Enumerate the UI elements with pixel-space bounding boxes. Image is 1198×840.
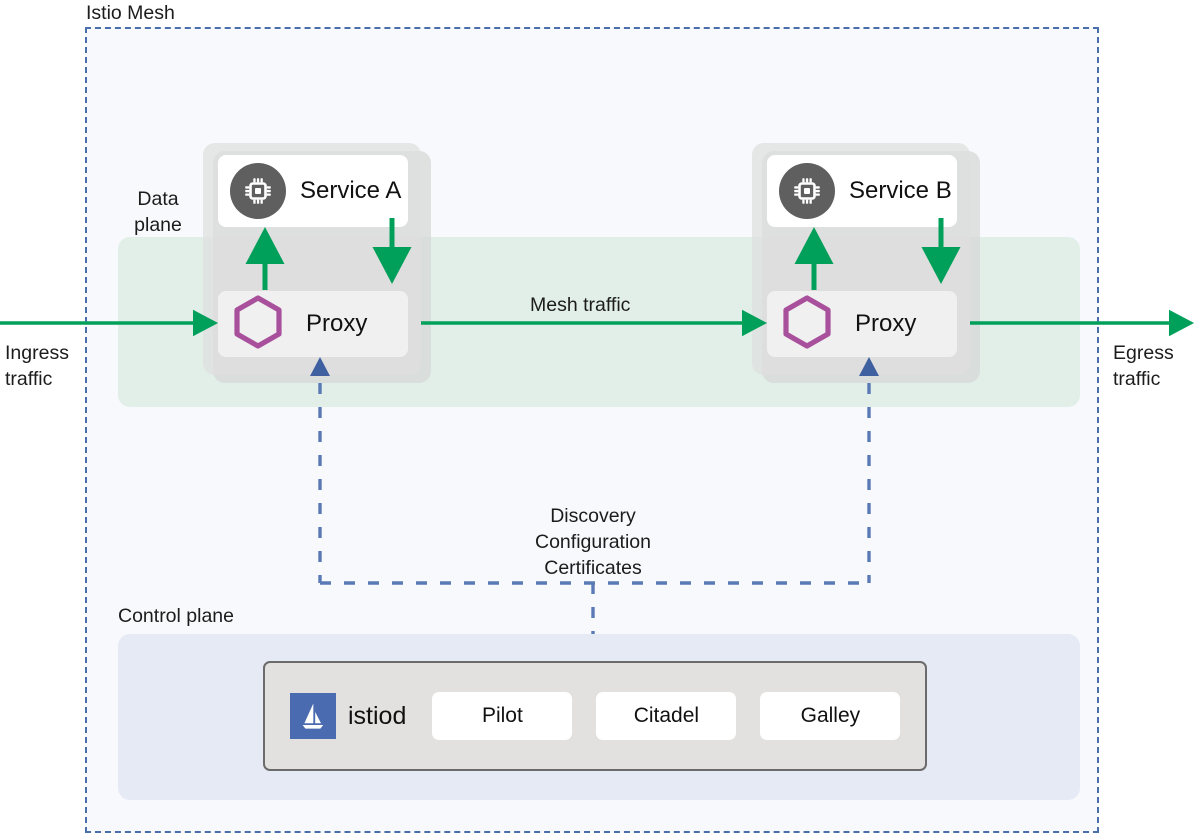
- component-pilot[interactable]: Pilot: [432, 692, 573, 740]
- istio-mesh-label: Istio Mesh: [84, 2, 180, 24]
- component-galley-label: Galley: [800, 704, 861, 727]
- istiod-label: istiod: [348, 701, 407, 730]
- data-plane-label: Data plane: [134, 188, 182, 236]
- cpu-chip-icon: [230, 163, 286, 219]
- component-citadel[interactable]: Citadel: [596, 692, 737, 740]
- hexagon-envoy-icon: [781, 294, 833, 355]
- istiod-brand: istiod: [290, 693, 406, 739]
- proxy-a-card[interactable]: Proxy: [218, 291, 408, 357]
- ingress-traffic-label: Ingress traffic: [5, 342, 69, 390]
- component-galley[interactable]: Galley: [760, 692, 901, 740]
- istio-sailboat-logo: [290, 693, 336, 739]
- proxy-b-card[interactable]: Proxy: [767, 291, 957, 357]
- pod-service-a: Service A Proxy: [203, 143, 431, 383]
- proxy-a-label: Proxy: [306, 310, 368, 337]
- discovery-configuration-certificates-label: Discovery Configuration Certificates: [535, 505, 651, 579]
- component-pilot-label: Pilot: [481, 704, 523, 727]
- istiod-box: istiod Pilot Citadel Galley: [263, 661, 927, 771]
- hexagon-envoy-icon: [232, 294, 284, 355]
- pod-service-b: Service B Proxy: [752, 143, 980, 383]
- mesh-traffic-label: Mesh traffic: [530, 294, 631, 316]
- component-citadel-label: Citadel: [633, 704, 700, 727]
- service-a-label: Service A: [300, 177, 402, 204]
- control-plane-label: Control plane: [118, 605, 234, 627]
- service-a-card[interactable]: Service A: [218, 155, 408, 227]
- egress-traffic-label: Egress traffic: [1113, 342, 1174, 390]
- service-b-card[interactable]: Service B: [767, 155, 957, 227]
- control-plane-components: Pilot Citadel Galley: [432, 692, 901, 740]
- proxy-b-label: Proxy: [855, 310, 917, 337]
- service-b-label: Service B: [849, 177, 952, 204]
- cpu-chip-icon: [779, 163, 835, 219]
